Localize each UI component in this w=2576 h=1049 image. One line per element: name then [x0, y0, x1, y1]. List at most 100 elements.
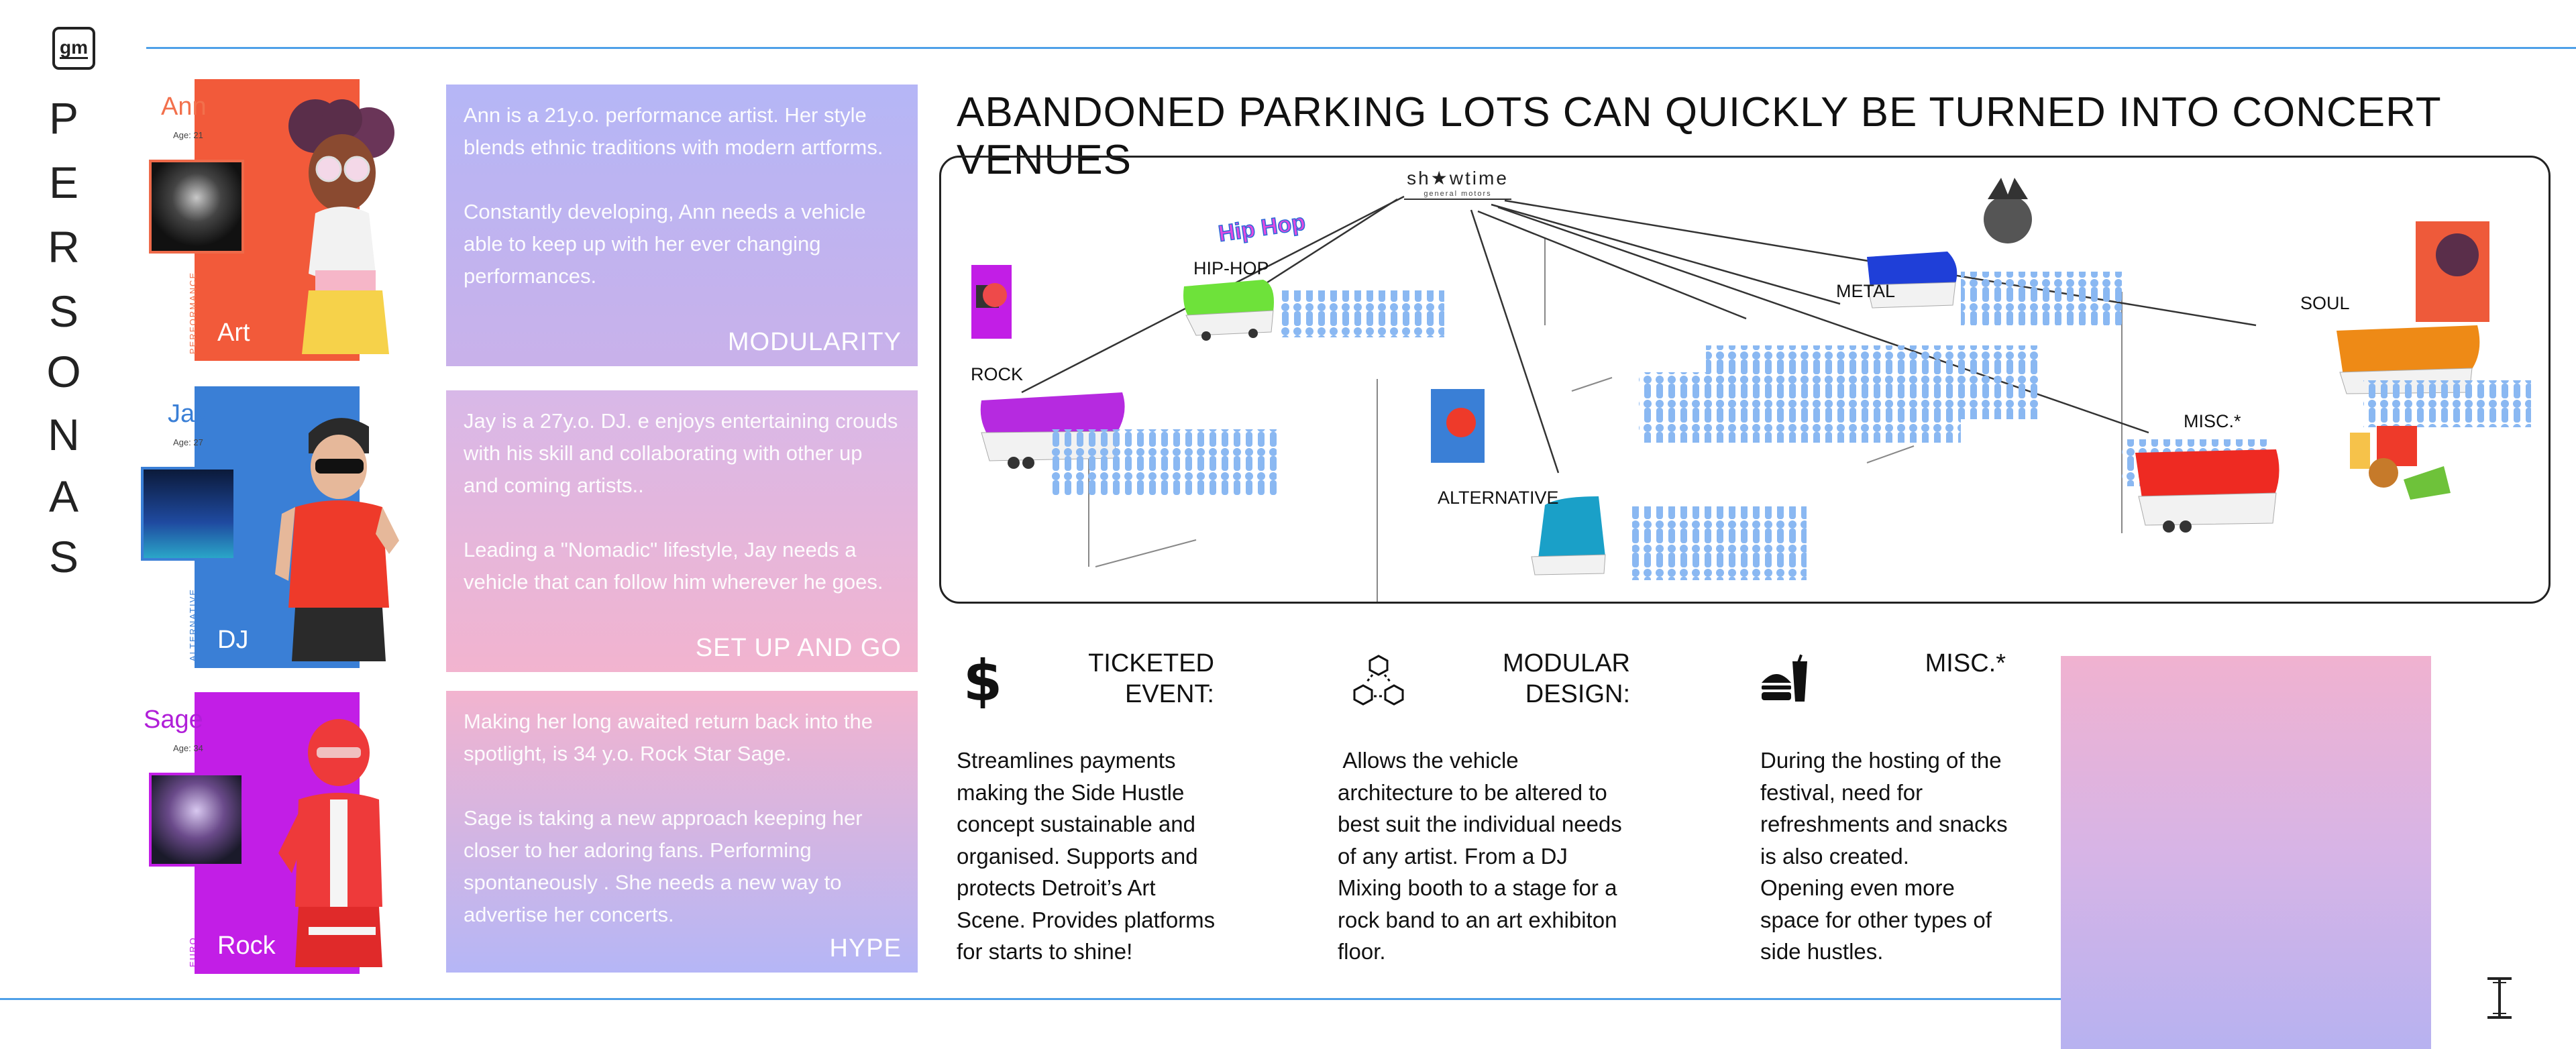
- persona-ann-illustration: [288, 99, 394, 354]
- feature-modular-line: architecture to be altered to: [1338, 779, 1607, 805]
- misc-zone: [2122, 426, 2451, 533]
- persona-sage-image: Sage Age: 34 Rock EURO: [141, 692, 429, 974]
- gradient-panel: [2061, 656, 2431, 1049]
- persona-ann-need: Constantly developing, Ann needs a vehic…: [464, 200, 866, 288]
- zone-label-misc: MISC.*: [2184, 411, 2241, 431]
- bottom-rule: [0, 998, 2061, 1000]
- rock-zone: [971, 265, 1277, 496]
- persona-sage-age: Age: 34: [173, 743, 203, 753]
- zone-label-hiphop: HIP-HOP: [1193, 258, 1269, 278]
- persona-ann-role: Art: [217, 319, 250, 347]
- feature-misc-title: MISC.*: [1878, 648, 2006, 679]
- persona-ann-card: Ann is a 21y.o. performance artist. Her …: [446, 85, 918, 366]
- feature-modular-title-line1: MODULAR: [1502, 649, 1630, 677]
- persona-jay-card: Jay is a 27y.o. DJ. e enjoys entertainin…: [446, 390, 918, 672]
- feature-misc-line: Opening even more: [1760, 875, 1955, 900]
- feature-modular-title: MODULAR DESIGN:: [1462, 648, 1630, 710]
- persona-sage-genre: EURO: [188, 936, 198, 967]
- feature-ticketed-line: making the Side Hustle: [957, 779, 1185, 805]
- feature-misc-line: refreshments and snacks: [1760, 812, 2008, 836]
- personas-letter: R: [48, 222, 80, 272]
- feature-modular-line: of any artist. From a DJ: [1338, 843, 1568, 869]
- feature-modular-line: Mixing booth to a stage for a: [1338, 875, 1617, 900]
- main-title: ABANDONED PARKING LOTS CAN QUICKLY BE TU…: [957, 89, 2441, 183]
- feature-ticketed-line: organised. Supports and: [957, 843, 1198, 869]
- zone-label-metal: METAL: [1836, 281, 1896, 301]
- feature-ticketed-title: TICKETED EVENT:: [1046, 648, 1214, 710]
- alternative-zone: [1431, 389, 1807, 580]
- persona-jay-age: Age: 27: [173, 437, 203, 447]
- feature-modular-title-line2: DESIGN:: [1525, 680, 1630, 708]
- feature-misc-line: During the hosting of the: [1760, 748, 2002, 773]
- metal-zone: [1866, 178, 2122, 325]
- feature-ticketed-line: for starts to shine!: [957, 939, 1133, 964]
- zone-label-rock: ROCK: [971, 364, 1024, 384]
- top-rule: [146, 47, 2576, 49]
- feature-ticketed-title-line1: TICKETED: [1088, 649, 1214, 677]
- persona-sage-photo: [149, 773, 244, 867]
- personas-letter: A: [48, 472, 79, 521]
- feature-ticketed-body: Streamlines payments making the Side Hus…: [957, 744, 1238, 968]
- feature-misc-line: festival, need for: [1760, 779, 1923, 805]
- personas-letter: N: [48, 410, 80, 459]
- persona-ann-age: Age: 21: [173, 130, 203, 140]
- feature-ticketed-line: concept sustainable and: [957, 812, 1195, 836]
- feature-modular-line: best suit the individual needs: [1338, 812, 1622, 836]
- persona-ann-image: Ann Age: 21 Art PERFORMANCE: [141, 79, 429, 361]
- persona-sage-tag: HYPE: [829, 934, 902, 962]
- persona-ann-name: Ann: [161, 93, 207, 121]
- hiphop-graffiti: Hip Hop: [1217, 209, 1307, 247]
- feature-modular-line: Allows the vehicle: [1338, 748, 1519, 773]
- feature-ticketed-line: Streamlines payments: [957, 748, 1176, 773]
- feature-modular-line: rock band to an art exhibiton: [1338, 907, 1617, 932]
- bracket-logo-icon: [2487, 977, 2512, 1019]
- persona-jay-image: Jay Age: 27 DJ ALTERNATIVE: [141, 386, 429, 668]
- persona-jay-need: Leading a "Nomadic" lifestyle, Jay needs…: [464, 538, 883, 594]
- personas-letter: P: [48, 93, 79, 143]
- gm-logo-text: gm: [60, 36, 88, 59]
- venue-map: sh★wtime general motors Hip Hop: [971, 168, 2531, 602]
- persona-jay-photo: [141, 467, 236, 561]
- svg-text:$: $: [963, 649, 1002, 710]
- persona-sage-name: Sage: [144, 706, 203, 734]
- persona-sage-card: Making her long awaited return back into…: [446, 691, 918, 973]
- feature-misc-body: During the hosting of the festival, need…: [1760, 744, 2029, 968]
- persona-jay-description: Jay is a 27y.o. DJ. e enjoys entertainin…: [464, 409, 898, 497]
- showtime-brand-sub: general motors: [1424, 190, 1491, 198]
- persona-sage-illustration: [278, 719, 382, 967]
- personas-letter: E: [48, 158, 79, 207]
- zone-label-alternative: ALTERNATIVE: [1438, 488, 1559, 508]
- persona-sage-description: Making her long awaited return back into…: [464, 710, 873, 765]
- persona-ann-photo: [149, 160, 244, 254]
- persona-jay-name: Jay: [168, 400, 208, 428]
- persona-ann-genre: PERFORMANCE: [188, 271, 198, 354]
- feature-ticketed-title-line2: EVENT:: [1124, 680, 1214, 708]
- dollar-icon: $: [963, 649, 1002, 710]
- persona-jay-role: DJ: [217, 626, 249, 654]
- persona-sage-need: Sage is taking a new approach keeping he…: [464, 806, 863, 926]
- persona-ann-tag: MODULARITY: [727, 328, 902, 356]
- persona-jay-genre: ALTERNATIVE: [188, 588, 198, 661]
- feature-modular-line: floor.: [1338, 939, 1386, 964]
- persona-jay-tag: SET UP AND GO: [695, 634, 902, 662]
- personas-letter: S: [48, 532, 79, 582]
- venue-illustration: sh★wtime general motors Hip Hop: [939, 156, 2551, 604]
- personas-letter: S: [48, 286, 79, 336]
- modules-icon: [1353, 655, 1404, 706]
- persona-jay-illustration: [275, 418, 399, 661]
- food-icon: [1762, 654, 1807, 702]
- showtime-brand-name: sh★wtime: [1407, 168, 1509, 188]
- gm-logo: gm: [52, 27, 95, 70]
- hiphop-zone: Hip Hop: [1183, 209, 1444, 341]
- feature-ticketed-line: protects Detroit’s Art: [957, 875, 1156, 900]
- feature-misc-line: space for other types of: [1760, 907, 1992, 932]
- zone-label-soul: SOUL: [2300, 293, 2350, 313]
- feature-misc-line: is also created.: [1760, 843, 1909, 869]
- persona-ann-description: Ann is a 21y.o. performance artist. Her …: [464, 103, 883, 159]
- persona-sage-role: Rock: [217, 932, 276, 960]
- feature-ticketed-line: Scene. Provides platforms: [957, 907, 1216, 932]
- feature-modular-body: Allows the vehicle architecture to be al…: [1338, 744, 1660, 968]
- feature-misc-line: side hustles.: [1760, 939, 1884, 964]
- soul-zone: [2337, 221, 2531, 427]
- feature-misc-title-line1: MISC.*: [1925, 649, 2006, 677]
